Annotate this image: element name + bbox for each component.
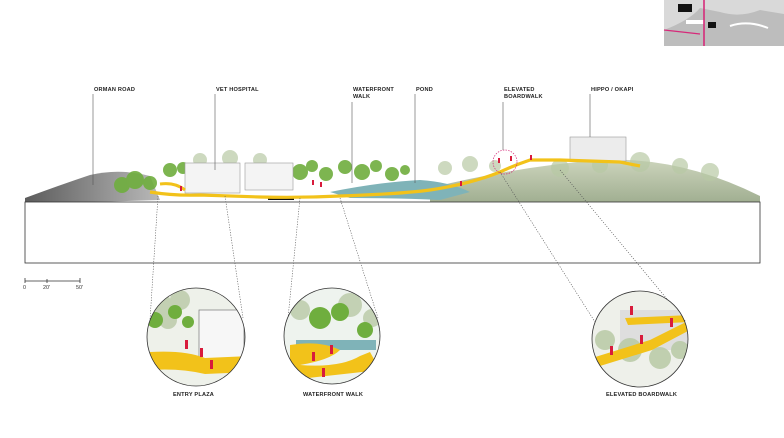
label-pond: POND xyxy=(416,87,433,93)
scale-tick-50: 50' xyxy=(76,285,83,291)
yellow-path xyxy=(149,158,641,199)
label-waterfront-walk-line2: WALK xyxy=(353,94,370,100)
vet-hospital-building xyxy=(184,162,294,200)
boardwalk-marker xyxy=(492,149,518,175)
label-hippo-okapi: HIPPO / OKAPI xyxy=(591,87,634,93)
people xyxy=(180,155,532,191)
callout-elevated-boardwalk: ELEVATED BOARDWALK xyxy=(591,290,689,398)
scale-tick-20: 20' xyxy=(43,285,50,291)
label-elevated-boardwalk-line2: BOARDWALK xyxy=(504,94,543,100)
callout-elevated-boardwalk-caption: ELEVATED BOARDWALK xyxy=(606,392,677,398)
callout-entry-plaza: ENTRY PLAZA xyxy=(146,287,246,398)
label-elevated-boardwalk-line1: ELEVATED xyxy=(504,87,535,93)
hippo-okapi-building xyxy=(569,136,627,162)
scale-bar: 0 20' 50' xyxy=(23,278,83,291)
label-orman-road: ORMAN ROAD xyxy=(94,87,135,93)
main-section xyxy=(24,136,761,264)
label-waterfront-walk-line1: WATERFRONT xyxy=(353,87,394,93)
callout-entry-plaza-caption: ENTRY PLAZA xyxy=(173,392,214,398)
key-map xyxy=(663,0,784,46)
scale-tick-0: 0 xyxy=(23,285,26,291)
section-base xyxy=(24,201,761,264)
leader-lines xyxy=(92,94,591,185)
callout-waterfront-walk-caption: WATERFRONT WALK xyxy=(303,392,363,398)
callout-waterfront-walk: WATERFRONT WALK xyxy=(283,287,381,398)
callout-projection-lines xyxy=(149,169,687,323)
label-vet-hospital: VET HOSPITAL xyxy=(216,87,259,93)
